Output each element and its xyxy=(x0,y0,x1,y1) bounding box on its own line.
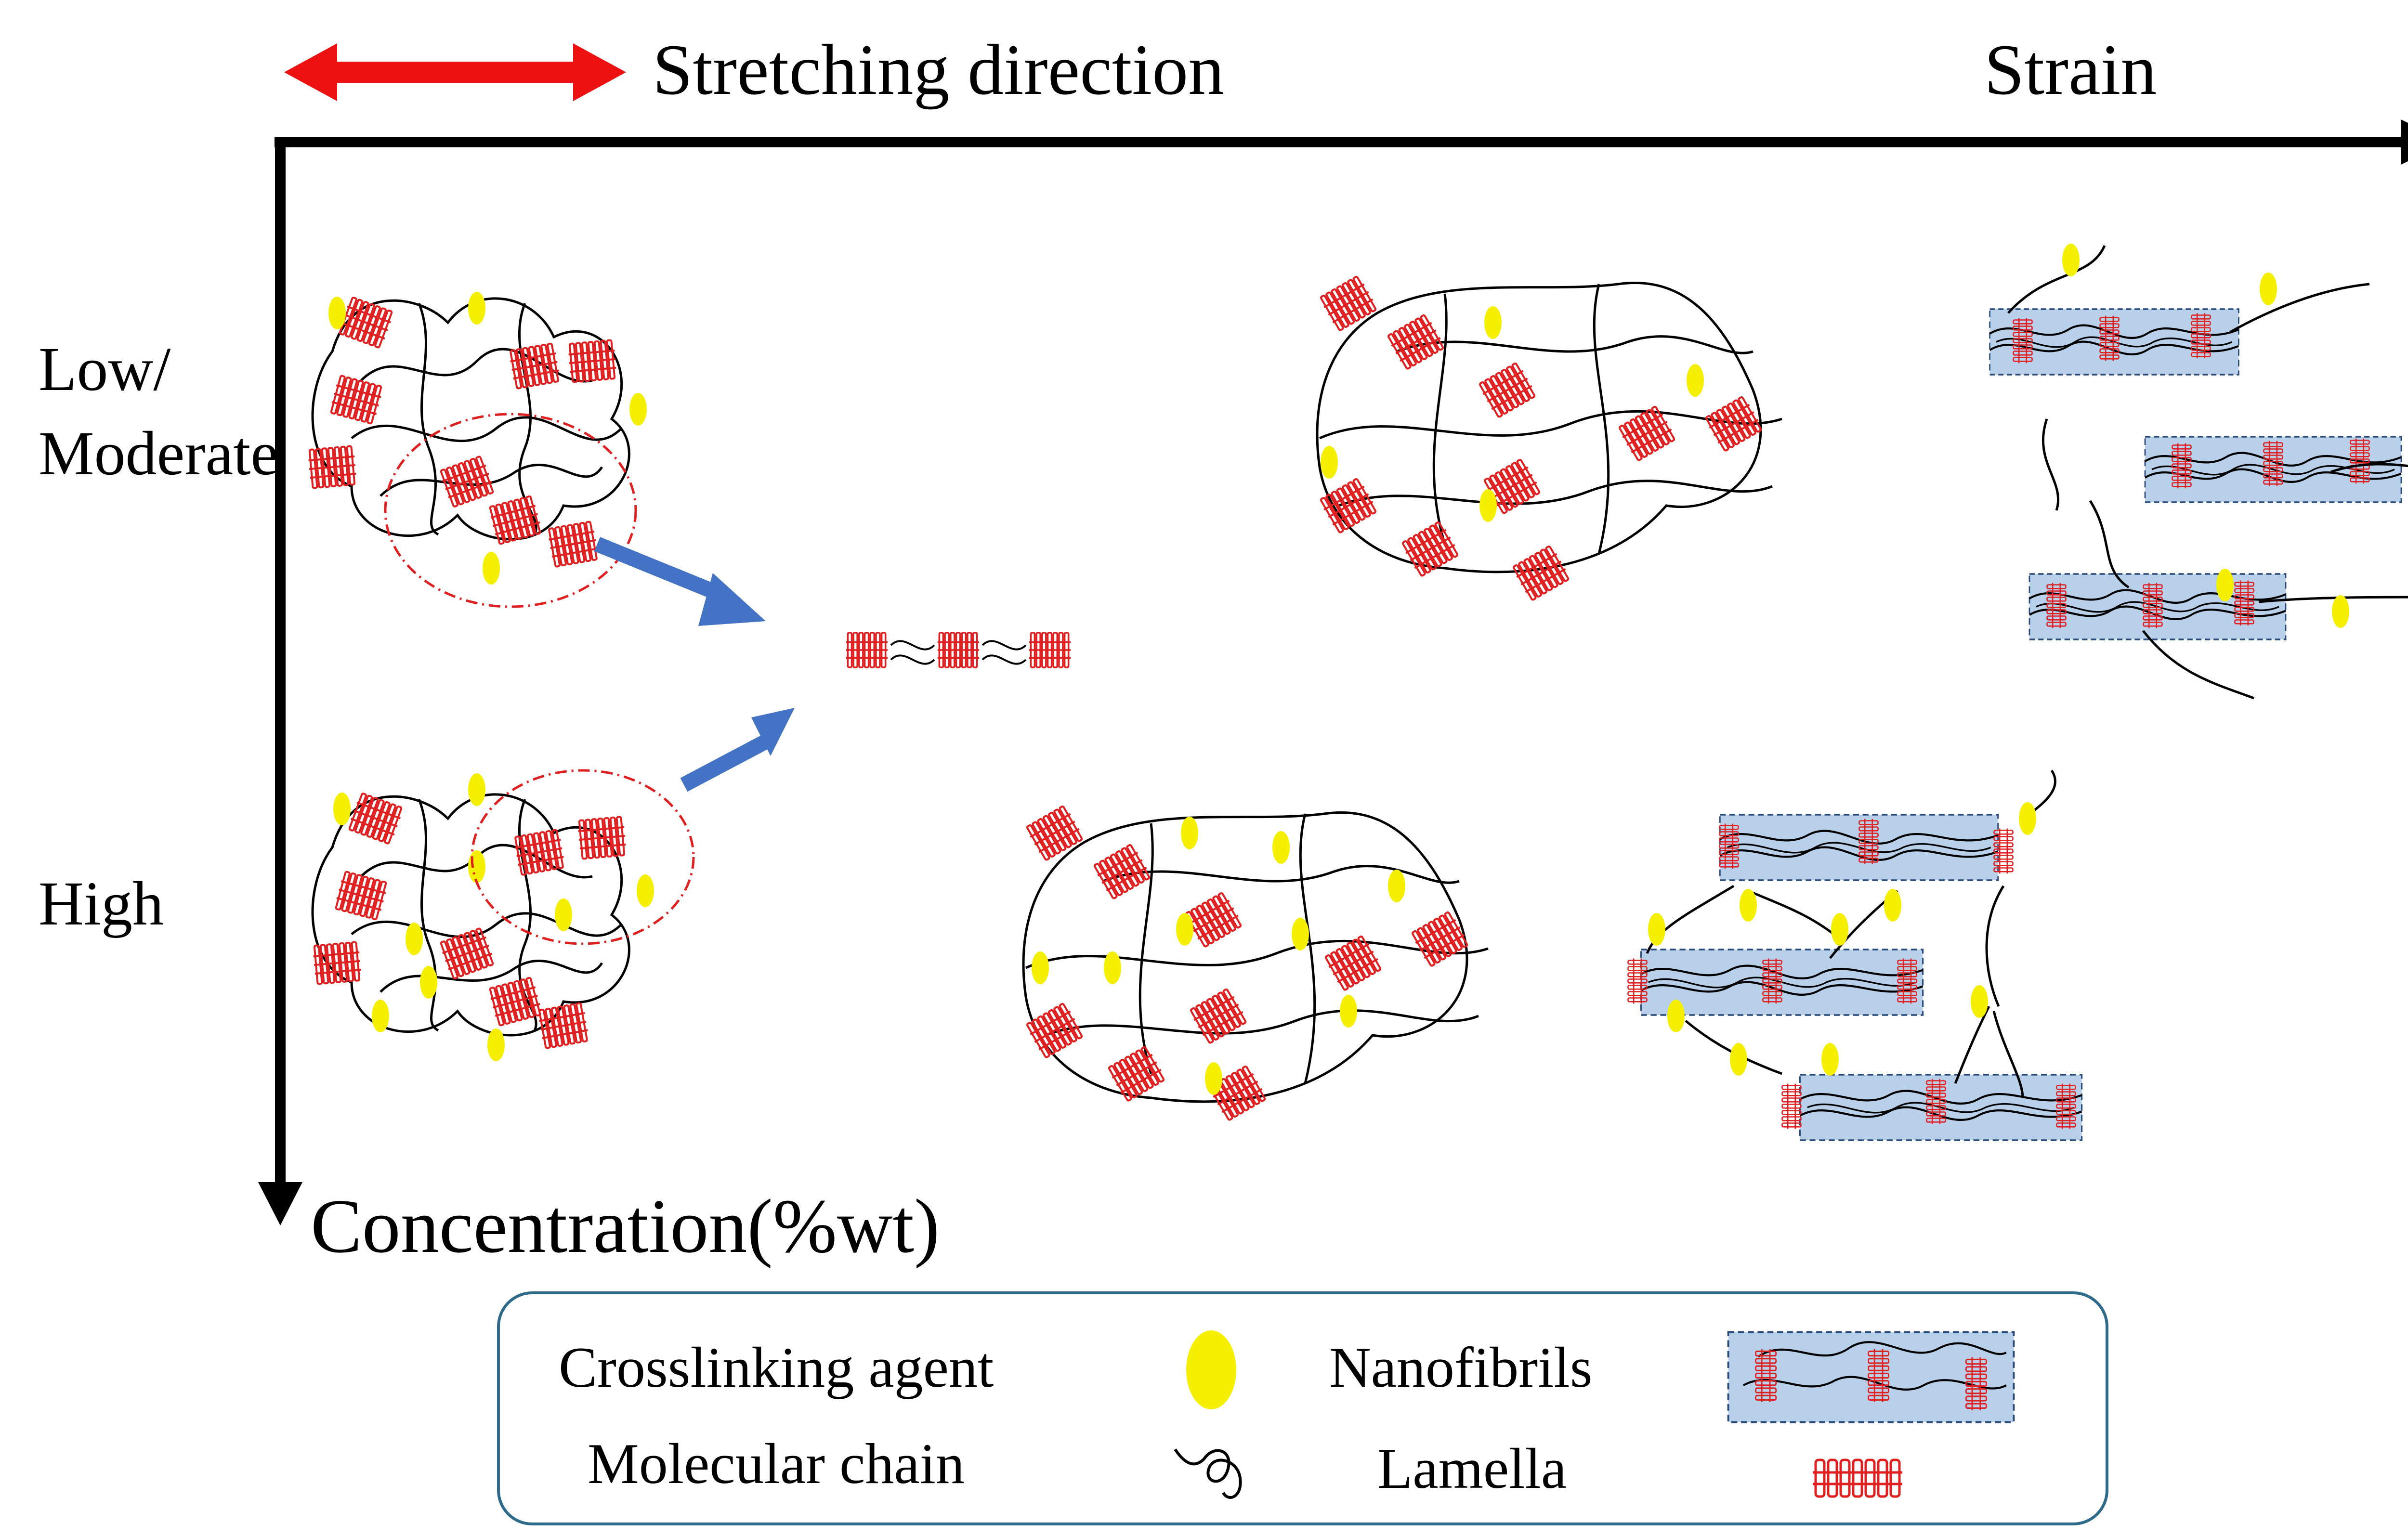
low-oriented-structure xyxy=(1990,244,2408,700)
high-stretched-structure xyxy=(1022,803,1489,1123)
low-initial-structure xyxy=(306,292,647,608)
red-lamella-stack-icon xyxy=(1813,1458,1902,1498)
coiled-chain-icon xyxy=(1174,1448,1242,1499)
row-label-low: Low/ xyxy=(39,335,171,404)
concentration-axis xyxy=(258,137,302,1225)
flow-arrow-low xyxy=(594,537,766,626)
legend-lamella-label: Lamella xyxy=(1377,1436,1567,1500)
legend-crosslinking-agent-label: Crosslinking agent xyxy=(559,1335,994,1399)
concentration-axis-label: Concentration(%wt) xyxy=(311,1183,940,1269)
legend-nanofibrils-label: Nanofibrils xyxy=(1329,1335,1593,1399)
row-label-moderate: Moderate xyxy=(39,419,278,488)
stretching-direction-label: Stretching direction xyxy=(653,30,1224,110)
lamella-unit xyxy=(845,631,1072,669)
high-oriented-structure xyxy=(1627,769,2082,1140)
stretching-direction-icon xyxy=(284,43,626,101)
strain-label: Strain xyxy=(1984,30,2157,110)
strain-axis xyxy=(275,119,2408,165)
row-label-high: High xyxy=(39,869,164,938)
high-initial-structure xyxy=(311,769,695,1061)
legend-molecular-chain-label: Molecular chain xyxy=(588,1432,965,1496)
low-stretched-structure xyxy=(1316,273,1782,603)
legend-box xyxy=(497,1291,2108,1525)
flow-arrow-high xyxy=(680,708,795,792)
yellow-ellipse-icon xyxy=(1186,1330,1236,1409)
nanofibril-bundle-icon xyxy=(1727,1331,2015,1423)
